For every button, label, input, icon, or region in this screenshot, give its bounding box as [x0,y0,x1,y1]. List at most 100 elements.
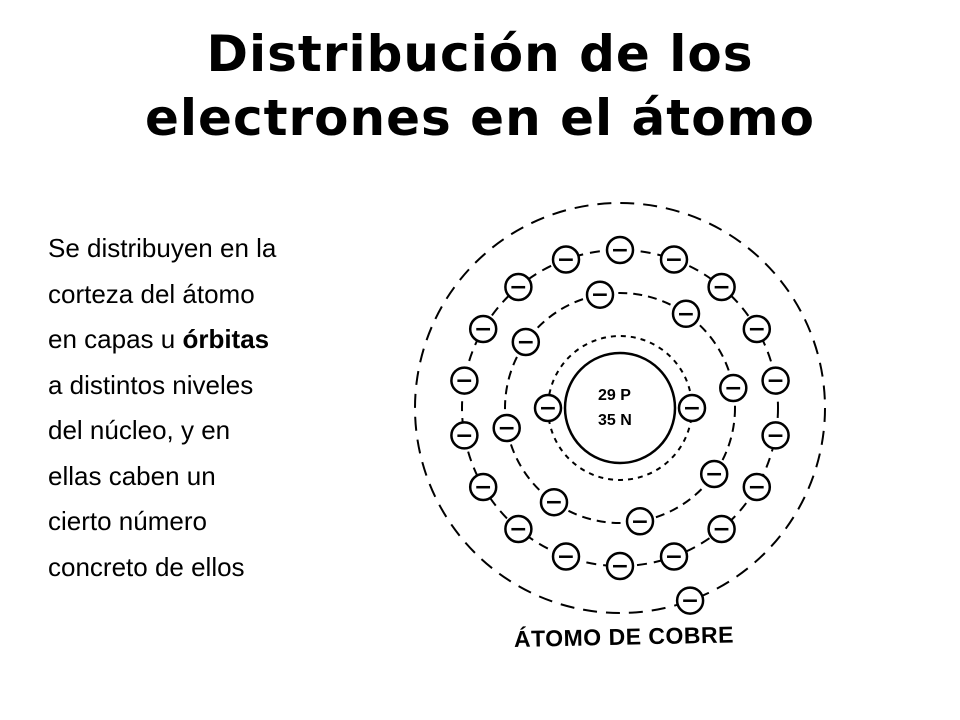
electron-minus-sign: − [509,517,527,542]
electron: − [533,393,563,423]
electron: − [659,245,689,274]
electron: − [675,586,705,615]
electron-minus-sign: − [712,275,730,300]
electron-minus-sign: − [497,416,515,441]
electron-minus-sign: − [474,475,492,500]
electron: − [504,514,533,544]
electron-circle [742,472,772,502]
electron-minus-sign: − [557,545,575,570]
electron-circle [699,459,729,489]
electron-circle [742,314,772,344]
electron: − [742,472,772,502]
electron-minus-sign: − [611,238,629,263]
electron-circle [585,280,615,309]
diagram-caption: ÁTOMO DE COBRE [513,621,735,652]
electron-minus-sign: − [611,554,629,579]
electron-minus-sign: − [517,330,535,355]
electron: − [707,272,736,302]
orbitas-emphasis: órbitas [182,324,270,354]
electron: − [677,393,707,423]
nucleus-neutrons-label: 35 N [598,412,632,429]
electron-minus-sign: − [665,545,683,570]
description-line-1: Se distribuyen en la [48,233,277,263]
description-line-3: en capas u órbitas [48,324,269,354]
electron-minus-sign: − [665,248,683,273]
electron: − [539,487,569,517]
electron-minus-sign: − [748,475,766,500]
electron-circle [605,235,635,265]
electron-minus-sign: − [631,509,649,534]
description-line-2: corteza del átomo [48,278,255,309]
title-line-2: electrones en el átomo [145,89,815,147]
electron-minus-sign: − [474,317,492,342]
electron-circle [551,542,581,571]
electron: − [504,272,533,302]
electron: − [551,245,581,274]
electron: − [719,373,748,403]
electron: − [511,327,541,357]
electron: − [492,413,521,443]
electron-circle [504,272,533,302]
electron: − [671,299,701,329]
electron-circle [551,245,581,274]
electron-minus-sign: − [509,275,527,300]
electron: − [699,459,729,489]
electron-minus-sign: − [766,369,784,394]
electron-circle [707,272,736,302]
electron: − [605,551,635,581]
electron-minus-sign: − [683,396,701,421]
electron: − [468,472,498,502]
electron-minus-sign: − [455,369,473,394]
electron: − [450,366,479,395]
electron-circle [468,472,498,502]
electron-circle [675,586,705,615]
electron: − [761,366,790,395]
electron: − [659,542,689,571]
electron-circle [761,421,790,450]
electron: − [625,507,655,536]
electron-minus-sign: − [557,248,575,273]
electron-minus-sign: − [748,317,766,342]
description-text: Se distribuyen en la corteza del átomo e… [48,226,388,590]
description-line-8: concreto de ellos [48,551,245,582]
electron-minus-sign: − [455,423,473,448]
orbit-shell-2 [504,292,736,524]
electron-minus-sign: − [545,490,563,515]
electron-minus-sign: − [766,423,784,448]
electron-minus-sign: − [724,376,742,401]
electron: − [605,235,635,265]
electron: − [742,314,772,344]
orbit-shell-3 [461,249,779,567]
electron-minus-sign: − [677,302,695,327]
description-line-7: cierto número [48,506,207,536]
electron-circle [450,366,479,395]
electron-circle [659,245,689,274]
electron-circle [659,542,689,571]
nucleus-protons-label: 29 P [598,387,631,404]
electron: − [585,280,615,309]
electron-circle [539,487,569,517]
electron: − [551,542,581,571]
description-line-5: del núcleo, y en [48,415,231,445]
electron-circle [625,507,655,536]
electron-circle [605,551,635,581]
electron-circle [450,421,479,450]
description-line-4: a distintos niveles [48,369,254,400]
electron: − [707,514,736,544]
electron-circle [707,514,736,544]
electron-minus-sign: − [539,396,557,421]
electron-circle [533,393,563,423]
electron-circle [492,413,521,443]
electron: − [468,314,498,344]
nucleus-circle [563,351,677,465]
electron-circle [761,366,790,395]
electron-minus-sign: − [712,517,730,542]
description-line-6: ellas caben un [48,460,216,491]
electron: − [761,421,790,450]
title-line-1: Distribución de los [206,25,754,83]
electron-minus-sign: − [591,283,609,308]
page-title: Distribución de los electrones en el áto… [0,22,960,150]
electron-minus-sign: − [705,462,723,487]
description-line-3-text: en capas u [48,324,183,354]
